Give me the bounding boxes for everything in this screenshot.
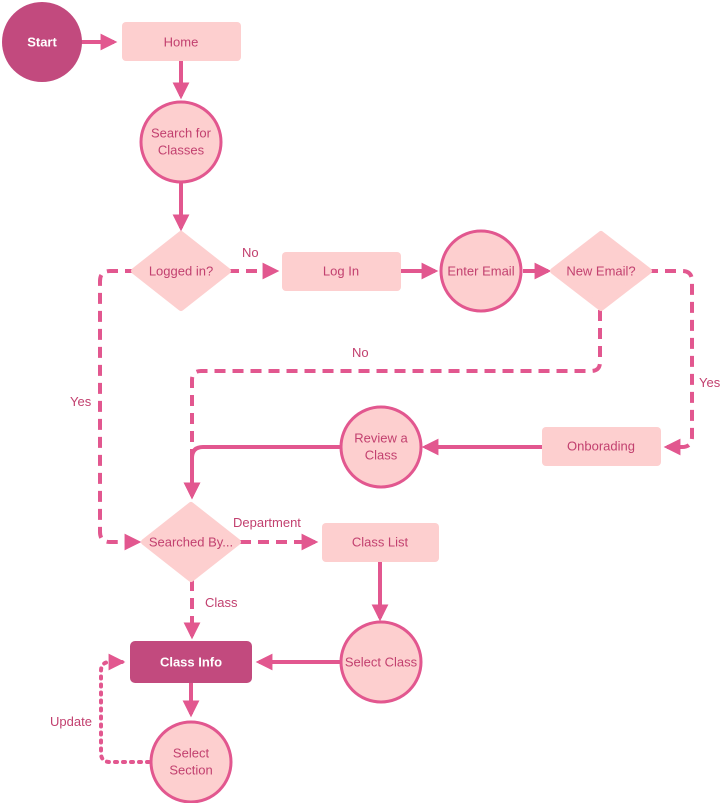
logged-in-decision	[131, 231, 231, 311]
review-class-node	[339, 405, 423, 489]
logged-in-label: Logged in?	[149, 263, 213, 278]
edge-review-searched	[183, 445, 340, 500]
select-section-label-2: Section	[169, 762, 212, 777]
start-label: Start	[27, 34, 57, 49]
enter-email-node	[439, 229, 523, 313]
new-email-label: New Email?	[566, 263, 635, 278]
edge-logged-searched-yes	[98, 269, 142, 551]
select-section-node	[149, 720, 233, 803]
edge-label-no-login: No	[242, 245, 259, 260]
edge-label-department: Department	[233, 515, 301, 530]
class-info-label: Class Info	[160, 654, 222, 669]
searched-by-decision	[141, 502, 241, 582]
start-node	[2, 2, 82, 82]
edge-new-onboarding-yes	[647, 269, 694, 456]
home-node	[122, 22, 241, 61]
select-class-node	[339, 620, 423, 704]
edge-new-searched-no	[183, 310, 602, 500]
class-list-node	[322, 523, 439, 562]
class-info-node	[130, 641, 252, 683]
select-class-label: Select Class	[345, 654, 418, 669]
log-in-node	[282, 252, 401, 291]
select-section-label-1: Select	[173, 745, 210, 760]
home-label: Home	[164, 34, 199, 49]
edge-label-yes-email: Yes	[699, 375, 721, 390]
edge-label-update: Update	[50, 714, 92, 729]
search-classes-label-1: Search for	[151, 125, 212, 140]
searched-by-label: Searched By...	[149, 534, 233, 549]
onboarding-label: Onborading	[567, 438, 635, 453]
class-list-label: Class List	[352, 534, 409, 549]
edge-label-yes-login: Yes	[70, 394, 92, 409]
review-class-label-1: Review a	[354, 430, 408, 445]
edge-section-classinfo-update	[99, 653, 151, 764]
edge-label-class: Class	[205, 595, 238, 610]
search-classes-label-2: Classes	[158, 142, 205, 157]
review-class-label-2: Class	[365, 447, 398, 462]
edge-label-no-email: No	[352, 345, 369, 360]
search-classes-node	[139, 100, 223, 184]
log-in-label: Log In	[323, 263, 359, 278]
new-email-decision	[550, 231, 652, 311]
onboarding-node	[542, 427, 661, 466]
enter-email-label: Enter Email	[447, 263, 514, 278]
